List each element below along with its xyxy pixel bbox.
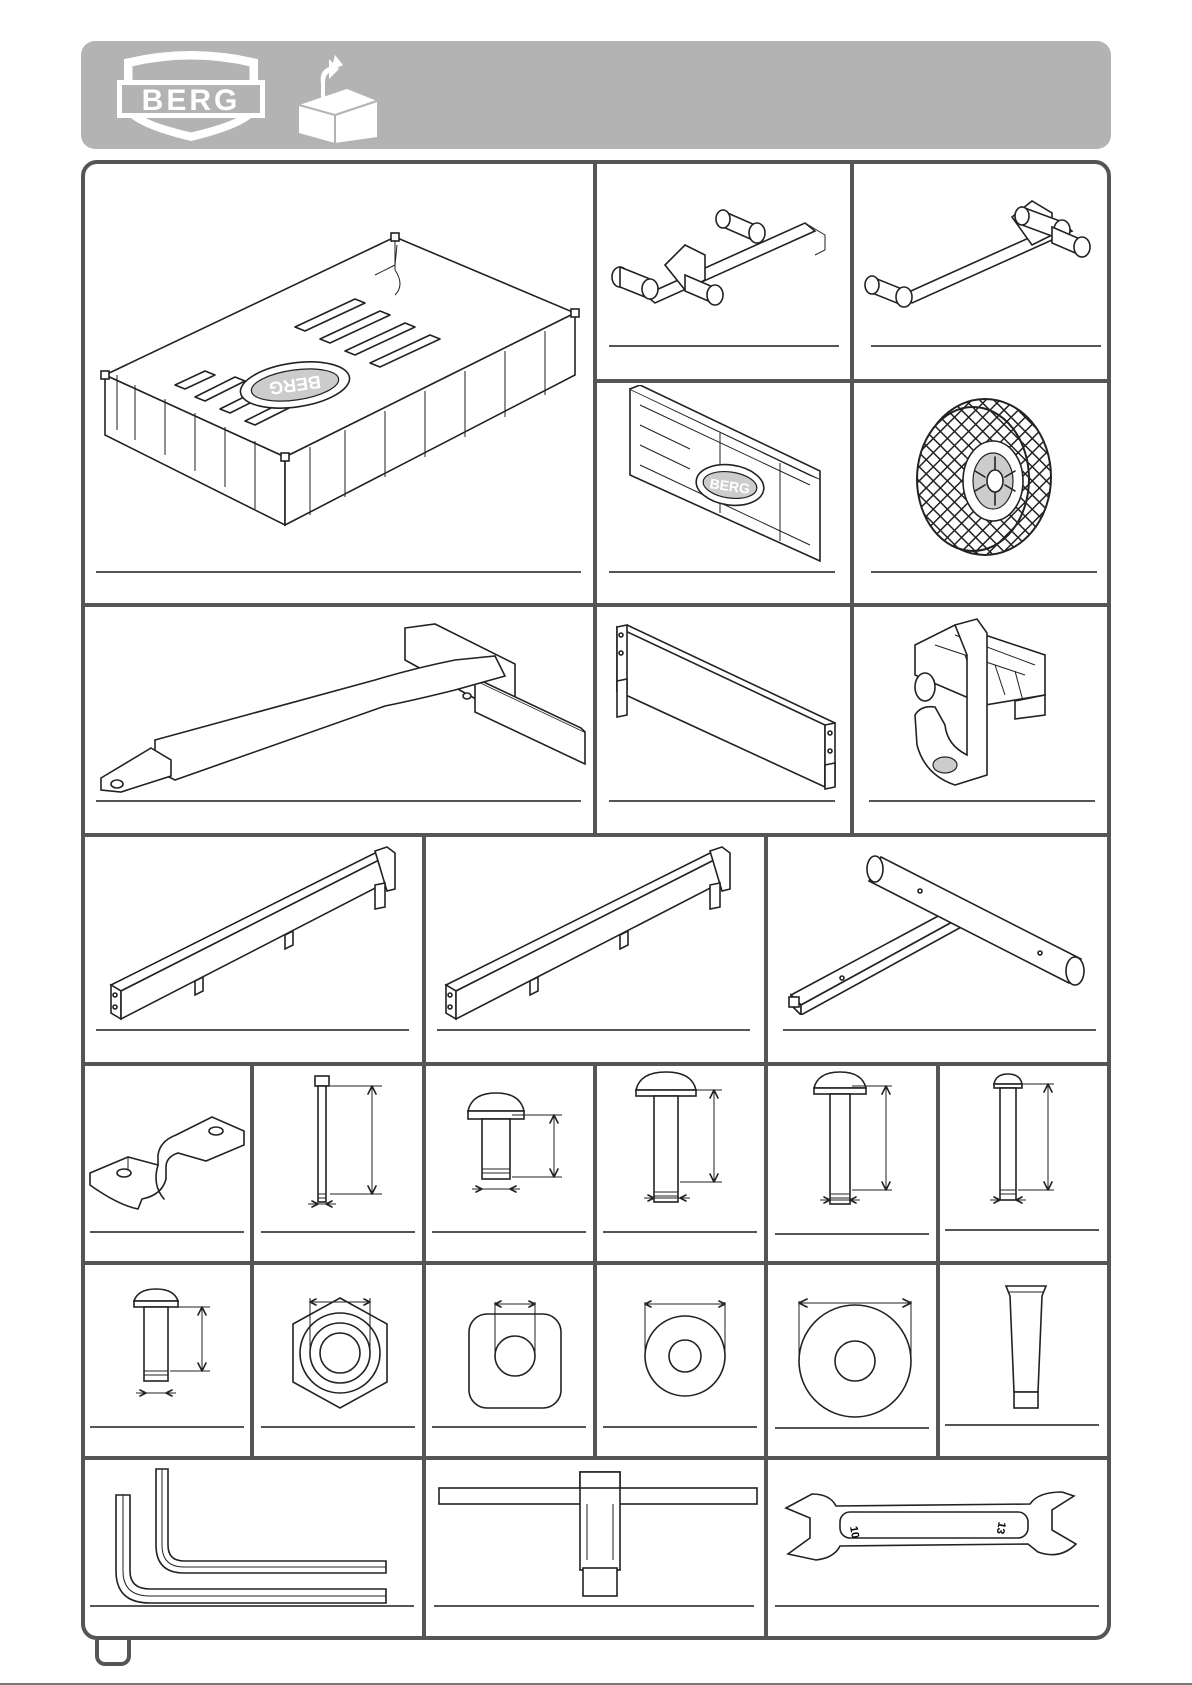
part-underline <box>434 1605 754 1607</box>
socket-wrench-icon <box>435 1470 760 1600</box>
part-underline <box>261 1231 415 1233</box>
grid-divider <box>593 164 597 833</box>
side-beam-icon <box>105 845 415 1025</box>
bolt-icon <box>300 1070 400 1215</box>
spanner-icon: 10 13 <box>780 1490 1080 1580</box>
part-underline <box>90 1426 244 1428</box>
rear-bar-icon <box>605 615 845 795</box>
part-underline <box>432 1426 586 1428</box>
axle-frame-icon <box>605 195 845 325</box>
grid-divider <box>83 1456 1109 1460</box>
bolt-icon <box>990 1070 1070 1215</box>
unbox-arrow-icon <box>291 49 391 145</box>
washer-icon <box>785 1285 925 1420</box>
part-underline <box>437 1029 750 1031</box>
part-underline <box>869 800 1095 802</box>
grid-divider <box>422 1062 426 1456</box>
header-banner: BERG <box>81 41 1111 149</box>
grid-divider <box>850 164 854 833</box>
side-beam-icon <box>440 845 750 1025</box>
brand-text: BERG <box>142 84 241 117</box>
grease-tube-icon <box>1000 1282 1060 1412</box>
part-underline <box>775 1427 929 1429</box>
frame-tab <box>95 1640 131 1666</box>
part-underline <box>783 1029 1096 1031</box>
grid-divider <box>83 833 1109 837</box>
square-nut-icon <box>465 1290 565 1415</box>
front-panel-icon: BERG <box>620 385 830 565</box>
grid-divider <box>764 833 768 1062</box>
part-underline <box>945 1229 1099 1231</box>
axle-frame-icon <box>862 195 1102 325</box>
part-underline <box>96 571 581 573</box>
spanner-size-right: 13 <box>994 1521 1008 1535</box>
part-underline <box>871 571 1097 573</box>
part-underline <box>261 1426 415 1428</box>
grid-divider <box>422 833 426 1062</box>
grid-divider <box>250 1062 254 1456</box>
hex-nut-icon <box>285 1290 395 1415</box>
part-underline <box>96 1029 409 1031</box>
bolt-icon <box>460 1085 570 1200</box>
part-underline <box>775 1605 1099 1607</box>
part-underline <box>603 1231 757 1233</box>
grid-divider <box>764 1062 768 1456</box>
part-underline <box>96 800 581 802</box>
part-underline <box>603 1426 757 1428</box>
bolt-icon <box>810 1070 910 1215</box>
wheel-icon <box>905 395 1055 565</box>
grid-divider <box>764 1456 768 1640</box>
washer-icon <box>635 1290 735 1415</box>
grid-divider <box>936 1062 940 1456</box>
berg-logo: BERG <box>111 50 271 142</box>
hitch-clamp-icon <box>895 615 1065 795</box>
t-frame-icon <box>785 845 1095 1015</box>
part-underline <box>775 1233 929 1235</box>
part-underline <box>90 1605 414 1607</box>
drawbar-icon <box>95 620 590 795</box>
part-underline <box>609 571 835 573</box>
bolt-icon <box>630 1070 740 1215</box>
part-underline <box>90 1231 244 1233</box>
bolt-icon <box>130 1285 220 1400</box>
bracket-icon <box>88 1105 248 1215</box>
part-underline <box>871 345 1101 347</box>
grid-divider <box>422 1456 426 1640</box>
part-underline <box>609 800 835 802</box>
spanner-size-left: 10 <box>847 1525 861 1539</box>
part-underline <box>945 1424 1099 1426</box>
grid-divider <box>593 1062 597 1456</box>
part-underline <box>432 1231 586 1233</box>
allen-key-icon <box>110 1465 400 1615</box>
part-underline <box>609 345 839 347</box>
trailer-bucket-icon: BERG <box>95 225 585 545</box>
